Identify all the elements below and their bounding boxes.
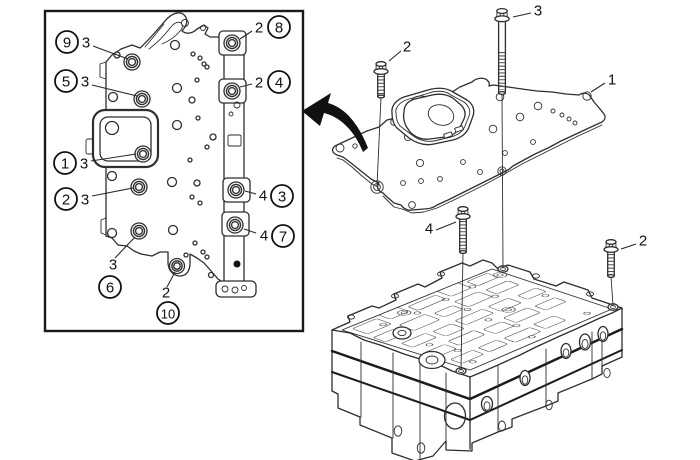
bolt-ring-4 (223, 82, 241, 100)
callout-9: 9 3 (55, 30, 129, 60)
valve-body (330, 259, 624, 460)
callout-circle-number: 2 (62, 192, 70, 209)
callouts: 9 3 5 3 1 3 2 3 3 (53, 15, 295, 325)
bolt-2-upper-left (373, 61, 389, 99)
part-labels: 1 2 3 4 2 (388, 3, 647, 250)
bolt-ring-9 (123, 53, 141, 71)
leader-line (590, 82, 606, 93)
callout-circle-number: 10 (161, 307, 175, 322)
bolt-ring-8 (223, 34, 241, 52)
callout-qty: 2 (255, 20, 263, 37)
bolt-hole-rings (123, 34, 245, 275)
exploded-view: 1 2 3 4 2 (302, 3, 647, 460)
bolts (373, 7, 619, 279)
leader-line (239, 30, 253, 40)
leader-line (91, 84, 138, 97)
bolt-2-right (603, 239, 619, 279)
callout-circle-number: 4 (275, 75, 283, 92)
callout-qty: 3 (81, 74, 89, 91)
detail-view-box: 9 3 5 3 1 3 2 3 3 (43, 9, 305, 333)
callout-qty: 3 (80, 156, 88, 173)
bolt-ring-6 (130, 222, 148, 240)
bolt-4 (455, 206, 471, 255)
callout-qty: 2 (162, 285, 170, 302)
leader-line (435, 221, 457, 231)
leader-line (92, 45, 129, 60)
part-label-2-left: 2 (403, 39, 411, 56)
callout-circle-number: 1 (61, 156, 69, 173)
callout-circle-number: 3 (278, 189, 286, 206)
leader-line (239, 83, 253, 88)
callout-10: 2 10 (156, 271, 180, 325)
callout-qty: 3 (81, 192, 89, 209)
zoom-detail-arrow-icon (302, 93, 368, 152)
part-label-2-right: 2 (639, 233, 647, 250)
bolt-3 (494, 7, 510, 96)
projection-lines (376, 92, 614, 371)
callout-6: 3 6 (98, 236, 136, 299)
callout-circle-number: 6 (106, 280, 114, 297)
leader-line (90, 153, 137, 162)
part-label-1: 1 (608, 72, 616, 89)
part-label-3: 3 (534, 3, 542, 20)
rail-plug-dot (233, 260, 241, 268)
callout-qty: 3 (109, 257, 117, 274)
valve-body-bores (347, 271, 611, 454)
leader-line (512, 12, 532, 18)
detail-box-border (43, 9, 305, 333)
callout-qty: 4 (260, 228, 268, 245)
callout-circle-number: 8 (275, 20, 283, 37)
callout-1: 1 3 (53, 151, 137, 175)
valve-body-bolt-holes (455, 265, 619, 375)
leader-line (114, 236, 136, 259)
callout-qty: 3 (82, 35, 90, 52)
leader-line (91, 187, 134, 197)
callout-circle-number: 7 (279, 229, 287, 246)
leader-line (620, 243, 637, 250)
bolt-ring-10 (168, 257, 186, 275)
leader-line (166, 271, 176, 288)
part-label-4: 4 (425, 221, 433, 238)
callout-5: 5 3 (54, 69, 138, 97)
callout-3: 4 3 (244, 184, 294, 208)
callout-qty: 2 (255, 75, 263, 92)
bolt-ring-5 (133, 90, 151, 108)
channel-plate-detail (85, 12, 257, 298)
bolt-ring-1 (134, 145, 152, 163)
callout-qty: 4 (259, 188, 267, 205)
callout-4: 2 4 (239, 70, 291, 94)
callout-circle-number: 9 (63, 35, 71, 52)
accumulator-cover (391, 87, 475, 146)
plate-holes (106, 39, 217, 279)
leader-line (244, 190, 257, 195)
callout-7: 4 7 (243, 224, 295, 248)
bolt-ring-3 (227, 181, 245, 199)
separator-plate (331, 77, 606, 214)
bolt-ring-2 (130, 178, 148, 196)
callout-circle-number: 5 (62, 74, 70, 91)
callout-8: 2 8 (239, 15, 291, 40)
leader-line (388, 50, 402, 62)
leader-line (243, 228, 257, 234)
bolt-ring-7 (226, 216, 244, 234)
callout-2: 2 3 (54, 187, 134, 211)
